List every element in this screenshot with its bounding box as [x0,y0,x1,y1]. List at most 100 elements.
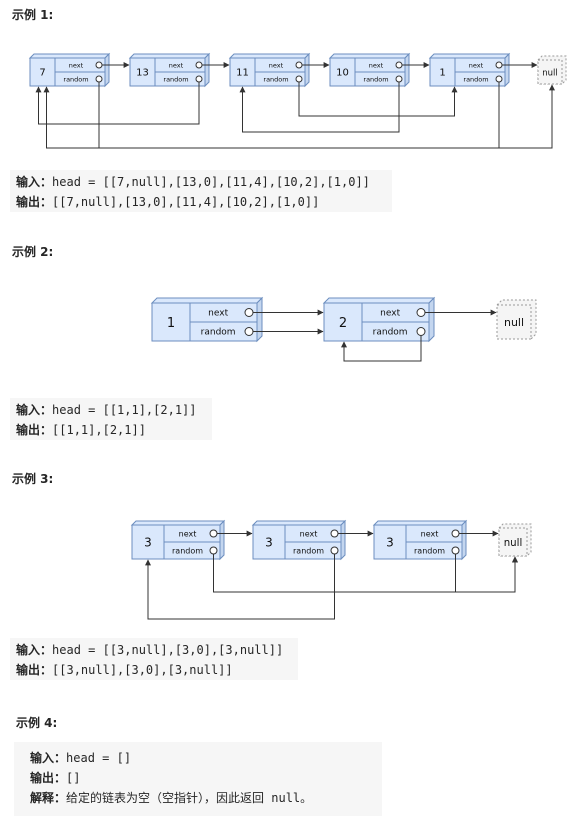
example-2-code: 输入：head = [[1,1],[2,1]] 输出：[[1,1],[2,1]] [10,398,212,440]
null-box [496,304,532,340]
list-node: 1 next random [428,52,511,88]
random-arrow [35,82,200,125]
node-value: 1 [167,316,175,331]
random-field-label: random [373,328,408,338]
node-side-face [340,519,346,561]
input-value: head = [[3,null],[3,0],[3,null]] [52,643,284,657]
next-field-label: next [380,309,400,319]
random-field-label: random [201,328,236,338]
node-side-face [404,52,410,88]
output-line: 输出：[] [30,768,366,788]
input-label: 输入： [16,643,53,657]
random-field-label: random [172,546,203,555]
example-1-diagram: 7nextrandom13nextrandom11nextrandom10nex… [28,52,567,149]
random-arrow [213,554,518,593]
null-node: null [498,523,532,557]
random-pointer-dot [330,546,339,555]
example-4-title: 示例 4: [16,716,58,730]
example-1-code: 输入：head = [[7,null],[13,0],[11,4],[10,2]… [10,170,392,212]
random-field-label: random [163,75,188,83]
null-node: null [537,55,567,85]
node-top-face [322,297,436,304]
random-field-label: random [293,546,324,555]
next-pointer-dot [295,61,303,69]
input-line: 输入：head = [[3,null],[3,0],[3,null]] [16,640,292,660]
null-label: null [504,538,523,549]
next-field-label: next [179,529,197,538]
next-field-label: next [269,61,284,69]
node-side-face [219,519,225,561]
next-field-label: next [421,529,439,538]
null-label: null [504,316,524,329]
output-label: 输出： [30,771,67,785]
example-3-title: 示例 3: [12,472,54,486]
node-side-face [461,519,467,561]
random-arrow [341,335,422,362]
random-arrow [98,82,555,149]
input-value: head = [[1,1],[2,1]] [52,403,197,417]
node-top-face [228,53,311,59]
null-label: null [542,68,558,78]
node-value: 3 [144,535,152,549]
example-3-code: 输入：head = [[3,null],[3,0],[3,null]] 输出：[… [10,638,298,680]
node-top-face [251,520,347,526]
list-node: 2 next random [322,296,436,343]
next-pointer-dot [195,61,203,69]
node-top-face [328,53,411,59]
random-field-label: random [463,75,488,83]
node-value: 1 [439,68,445,79]
node-top-face [372,520,468,526]
node-value: 3 [265,535,273,549]
next-pointer-dot [95,61,103,69]
explain-line: 解释：给定的链表为空（空指针），因此返回 null。 [30,788,366,808]
next-pointer-dot [395,61,403,69]
random-pointer-dot [95,75,103,83]
node-side-face [204,52,210,88]
input-label: 输入： [16,403,53,417]
output-label: 输出： [16,663,53,677]
random-pointer-dot [244,327,254,336]
next-pointer-dot [209,529,218,538]
node-side-face [428,296,435,343]
random-arrow [455,554,518,593]
input-label: 输入： [16,175,53,189]
random-pointer-dot [416,327,426,336]
random-field-label: random [63,75,88,83]
node-side-face [256,296,263,343]
example-4-code: 输入：head = [] 输出：[] 解释：给定的链表为空（空指针），因此返回 … [14,742,382,816]
input-value: head = [] [66,751,132,765]
node-value: 2 [339,316,347,331]
next-field-label: next [169,61,184,69]
node-top-face [150,297,264,304]
next-pointer-dot [495,61,503,69]
node-top-face [428,53,511,59]
node-side-face [104,52,110,88]
null-node: null [496,299,537,340]
output-label: 输出： [16,195,53,209]
input-label: 输入： [30,751,67,765]
output-value: [[1,1],[2,1]] [52,423,146,437]
next-pointer-dot [244,308,254,317]
input-line: 输入：head = [] [30,748,366,768]
next-field-label: next [69,61,84,69]
random-arrow [298,82,458,117]
next-field-label: next [469,61,484,69]
next-pointer-dot [451,529,460,538]
node-value: 3 [386,535,394,549]
node-side-face [304,52,310,88]
node-side-face [504,52,510,88]
node-value: 11 [236,68,249,79]
node-value: 10 [336,68,349,79]
random-pointer-dot [395,75,403,83]
input-line: 输入：head = [[7,null],[13,0],[11,4],[10,2]… [16,172,386,192]
null-box [498,527,528,557]
output-line: 输出：[[3,null],[3,0],[3,null]] [16,660,292,680]
random-arrow [239,82,400,133]
